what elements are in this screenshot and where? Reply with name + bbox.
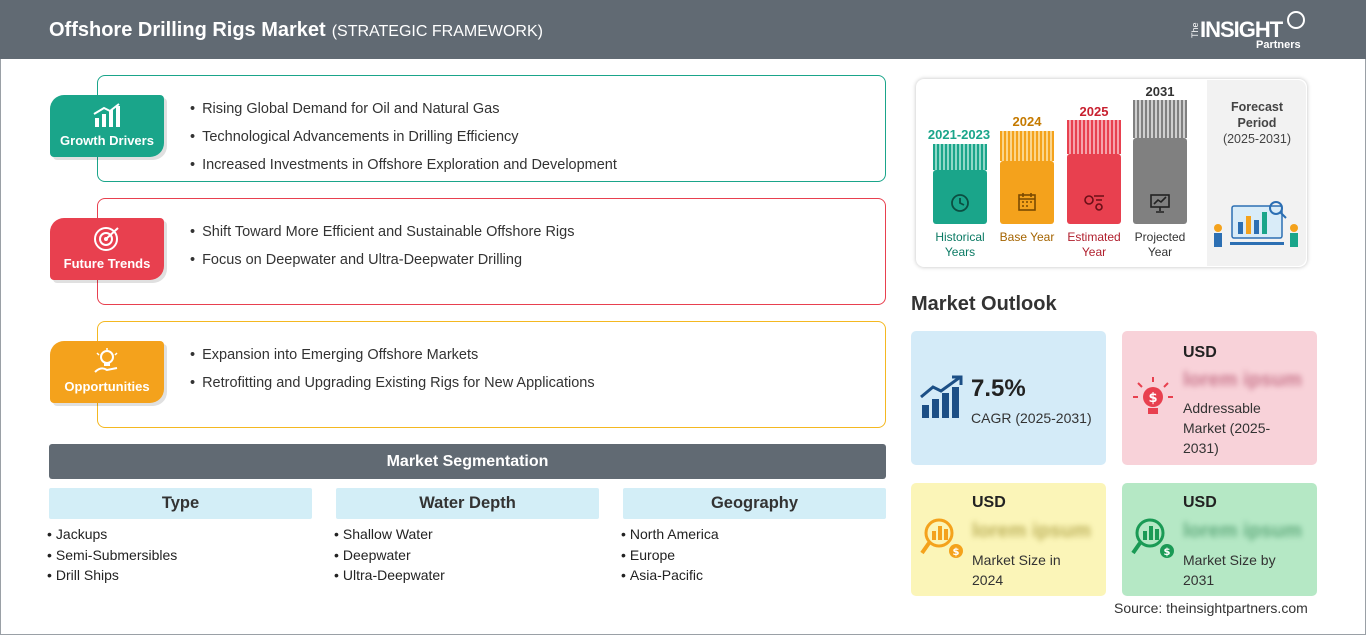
bar-fill	[1133, 100, 1187, 224]
list-item: Increased Investments in Offshore Explor…	[190, 151, 617, 179]
list-item: Drill Ships	[47, 565, 177, 586]
dollar-magnifier-icon: $	[920, 518, 963, 558]
size-2031-caption: Market Size by 2031	[1183, 552, 1276, 588]
list-item: North America	[621, 524, 719, 545]
header-bar: Offshore Drilling Rigs Market (STRATEGIC …	[0, 0, 1366, 59]
bar-caption: Historical Years	[935, 230, 985, 259]
source-credit: Source: theinsightpartners.com	[1114, 600, 1308, 616]
insight-partners-logo[interactable]: The INSIGHT Partners	[1190, 10, 1310, 52]
list-item: Asia-Pacific	[621, 565, 719, 586]
history-icon	[951, 194, 969, 212]
timeline-bar-estimated	[1067, 120, 1121, 224]
list-item: Semi-Submersibles	[47, 545, 177, 566]
addressable-caption: Addressable Market (2025-2031)	[1183, 400, 1271, 456]
svg-text:$: $	[953, 547, 960, 558]
future-trends-list: Shift Toward More Efficient and Sustaina…	[190, 218, 574, 274]
market-size-2031-tile: $ USD lorem ipsum Market Size by 2031	[1122, 483, 1317, 596]
segment-list-type: Jackups Semi-Submersibles Drill Ships	[47, 524, 177, 586]
page-title: Offshore Drilling Rigs Market (STRATEGIC …	[49, 19, 543, 42]
size-2024-value: lorem ipsum	[972, 520, 1091, 542]
logo-magnifier-icon	[1287, 11, 1305, 29]
cagr-value: 7.5%	[971, 375, 1026, 402]
title-subtitle: (STRATEGIC FRAMEWORK)	[331, 23, 543, 40]
bar-fill	[1000, 131, 1054, 224]
cagr-tile: 7.5% CAGR (2025-2031)	[911, 331, 1106, 465]
bar-year-label: 2031	[1145, 84, 1175, 99]
list-item: Expansion into Emerging Offshore Markets	[190, 341, 595, 369]
bar-fill	[1067, 120, 1121, 224]
badge-label: Growth Drivers	[60, 133, 154, 148]
title-text: Offshore Drilling Rigs Market	[49, 19, 326, 41]
list-item: Ultra-Deepwater	[334, 565, 445, 586]
size-2031-value: lorem ipsum	[1183, 520, 1302, 542]
timeline-bar-historical	[933, 144, 987, 224]
size-2024-usd: USD	[972, 494, 1006, 511]
opportunities-badge: Opportunities	[50, 341, 164, 403]
logo-partners: Partners	[1256, 39, 1301, 51]
segment-list-water-depth: Shallow Water Deepwater Ultra-Deepwater	[334, 524, 445, 586]
market-outlook-title: Market Outlook	[911, 293, 1057, 315]
forecast-period-years: (2025-2031)	[1222, 132, 1292, 146]
opportunities-list: Expansion into Emerging Offshore Markets…	[190, 341, 595, 397]
list-item: Focus on Deepwater and Ultra-Deepwater D…	[190, 246, 574, 274]
segment-list-geography: North America Europe Asia-Pacific	[621, 524, 719, 586]
list-item: Technological Advancements in Drilling E…	[190, 123, 617, 151]
timeline-bar-projected	[1133, 100, 1187, 224]
future-trends-card: Shift Toward More Efficient and Sustaina…	[97, 198, 886, 305]
segment-heading-water-depth: Water Depth	[336, 488, 599, 519]
logo-insight: INSIGHT	[1200, 17, 1283, 42]
addressable-value: lorem ipsum	[1183, 369, 1302, 391]
opportunities-card: Expansion into Emerging Offshore Markets…	[97, 321, 886, 428]
growth-drivers-badge: Growth Drivers	[50, 95, 164, 157]
growth-drivers-list: Rising Global Demand for Oil and Natural…	[190, 95, 617, 179]
bar-caption: Estimated Year	[1067, 230, 1121, 259]
list-item: Deepwater	[334, 545, 445, 566]
bar-fill	[933, 144, 987, 224]
logo-the: The	[1190, 22, 1200, 38]
list-item: Rising Global Demand for Oil and Natural…	[190, 95, 617, 123]
presentation-icon	[1150, 194, 1170, 213]
badge-label: Future Trends	[63, 256, 151, 271]
bar-year-label: 2025	[1079, 104, 1109, 119]
lightbulb-hand-icon	[94, 348, 118, 373]
bar-chart-growth-icon	[93, 103, 120, 127]
svg-text:$: $	[1164, 547, 1171, 558]
addressable-usd: USD	[1183, 344, 1217, 361]
calendar-icon	[1018, 193, 1036, 211]
analytics-team-icon	[1214, 201, 1298, 247]
cagr-caption: CAGR (2025-2031)	[971, 410, 1092, 426]
timeline-bar-base	[1000, 131, 1054, 224]
bar-caption: Projected Year	[1134, 230, 1186, 259]
market-segmentation-header: Market Segmentation	[49, 444, 886, 479]
bar-year-label: 2021-2023	[927, 127, 991, 142]
addressable-market-tile: $ USD lorem ipsum Addressable Market (20…	[1122, 331, 1317, 465]
bar-caption: Base Year	[999, 230, 1055, 244]
list-item: Retrofitting and Upgrading Existing Rigs…	[190, 369, 595, 397]
svg-text:$: $	[1148, 391, 1157, 406]
list-item: Shallow Water	[334, 524, 445, 545]
future-trends-badge: Future Trends	[50, 218, 164, 280]
market-size-2024-tile: $ USD lorem ipsum Market Size in 2024	[911, 483, 1106, 596]
size-2024-caption: Market Size in 2024	[972, 552, 1061, 588]
size-2031-usd: USD	[1183, 494, 1217, 511]
badge-label: Opportunities	[64, 379, 150, 394]
growth-chart-icon	[920, 375, 963, 418]
dollar-bulb-icon: $	[1133, 377, 1173, 414]
segment-heading-type: Type	[49, 488, 312, 519]
growth-drivers-card: Rising Global Demand for Oil and Natural…	[97, 75, 886, 182]
gears-chart-icon	[1084, 195, 1104, 211]
dollar-magnifier-icon: $	[1131, 518, 1174, 558]
target-icon	[94, 227, 119, 251]
bar-year-label: 2024	[1012, 114, 1042, 129]
segment-heading-geography: Geography	[623, 488, 886, 519]
forecast-period-label: Forecast Period	[1230, 100, 1284, 130]
list-item: Europe	[621, 545, 719, 566]
list-item: Jackups	[47, 524, 177, 545]
list-item: Shift Toward More Efficient and Sustaina…	[190, 218, 574, 246]
